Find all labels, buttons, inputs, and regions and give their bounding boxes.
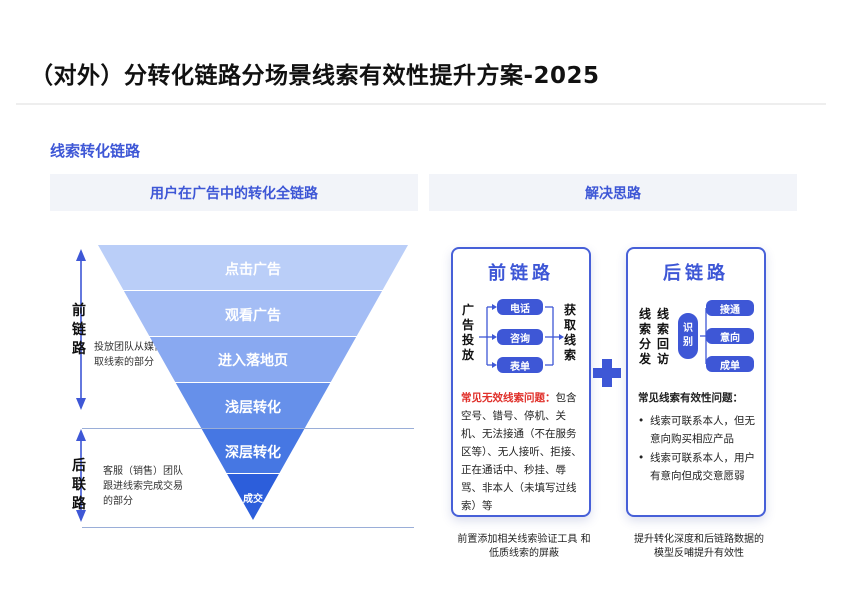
pill-intent: 意向	[706, 328, 754, 344]
back-issue-title: 常见线索有效性问题：	[638, 392, 743, 404]
plus-icon	[593, 368, 621, 378]
funnel-band-1	[98, 245, 408, 290]
stage-arrows	[76, 249, 86, 522]
bullet-dot: •	[638, 415, 645, 427]
pill-form: 表单	[497, 357, 543, 373]
bullet-dot: •	[638, 452, 645, 464]
back-caption: 提升转化深度和后链路数据的模型反哺提升有效性	[634, 534, 764, 559]
front-chain-card: 前链路 广告投放 获取线索 电话 咨询 表单 常见无效线索问题：包含空号、错号、…	[451, 247, 591, 517]
stage-bottom-line	[82, 527, 414, 528]
title-divider	[16, 103, 826, 105]
front-issue-body: 包含空号、错号、停机、关机、无法接通（不在服务区等）、无人接听、拒接、正在通话中…	[461, 392, 582, 512]
page-title: （对外）分转化链路分场景线索有效性提升方案-2025	[30, 63, 600, 89]
front-right-label: 获取线索	[563, 303, 576, 362]
back-label-revisit: 线索回访	[656, 307, 669, 366]
section-title: 线索转化链路	[50, 142, 141, 160]
identify-oval: 识别	[678, 313, 698, 359]
front-issue-text: 常见无效线索问题：包含空号、错号、停机、关机、无法接通（不在服务区等）、无人接听…	[461, 389, 585, 515]
header-solution: 解决思路	[429, 174, 797, 211]
back-bullet-1: • 线索可联系本人，但无意向购买相应产品	[638, 412, 762, 448]
front-stage-note: 投放团队从媒体侧获取线索的部分	[94, 342, 184, 368]
funnel-label-click: 点击广告	[225, 262, 281, 278]
front-issue-title: 常见无效线索问题：	[461, 392, 556, 404]
funnel-label-shallow: 浅层转化	[225, 400, 281, 416]
front-flow-arrows	[479, 304, 564, 368]
stage-divider	[82, 428, 414, 429]
back-stage-note: 客服（销售）团队 跟进线索完成交易 的部分	[103, 466, 183, 507]
back-stage-label: 后联路	[72, 458, 86, 512]
funnel-label-deep: 深层转化	[225, 445, 281, 461]
back-bullet-2: • 线索可联系本人，用户有意向但成交意愿弱	[638, 449, 762, 485]
funnel-label-view: 观看广告	[225, 308, 281, 324]
funnel-band-2	[98, 291, 408, 336]
funnel-label-landing: 进入落地页	[218, 353, 288, 369]
conversion-funnel: 点击广告 观看广告 进入落地页 浅层转化 深层转化 成交	[98, 245, 408, 520]
pill-consult: 咨询	[497, 329, 543, 345]
front-stage-label: 前链路	[72, 303, 86, 357]
back-bullet-1-text: 线索可联系本人，但无意向购买相应产品	[650, 415, 755, 445]
back-card-title: 后链路	[663, 263, 729, 284]
back-label-distribute: 线索分发	[638, 307, 651, 366]
front-card-title: 前链路	[488, 263, 554, 284]
header-conversion-chain: 用户在广告中的转化全链路	[50, 174, 418, 211]
funnel-label-deal: 成交	[243, 494, 263, 505]
back-chain-card: 后链路 线索分发 线索回访 识别 接通 意向 成单 常见线索有效性问题： • 线…	[626, 247, 766, 517]
front-left-label: 广告投放	[461, 303, 474, 362]
front-caption: 前置添加相关线索验证工具 和低质线索的屏蔽	[457, 534, 591, 559]
pill-connected: 接通	[706, 300, 754, 316]
back-bullet-2-text: 线索可联系本人，用户有意向但成交意愿弱	[650, 452, 755, 482]
pill-deal: 成单	[706, 356, 754, 372]
pill-phone: 电话	[497, 299, 543, 315]
